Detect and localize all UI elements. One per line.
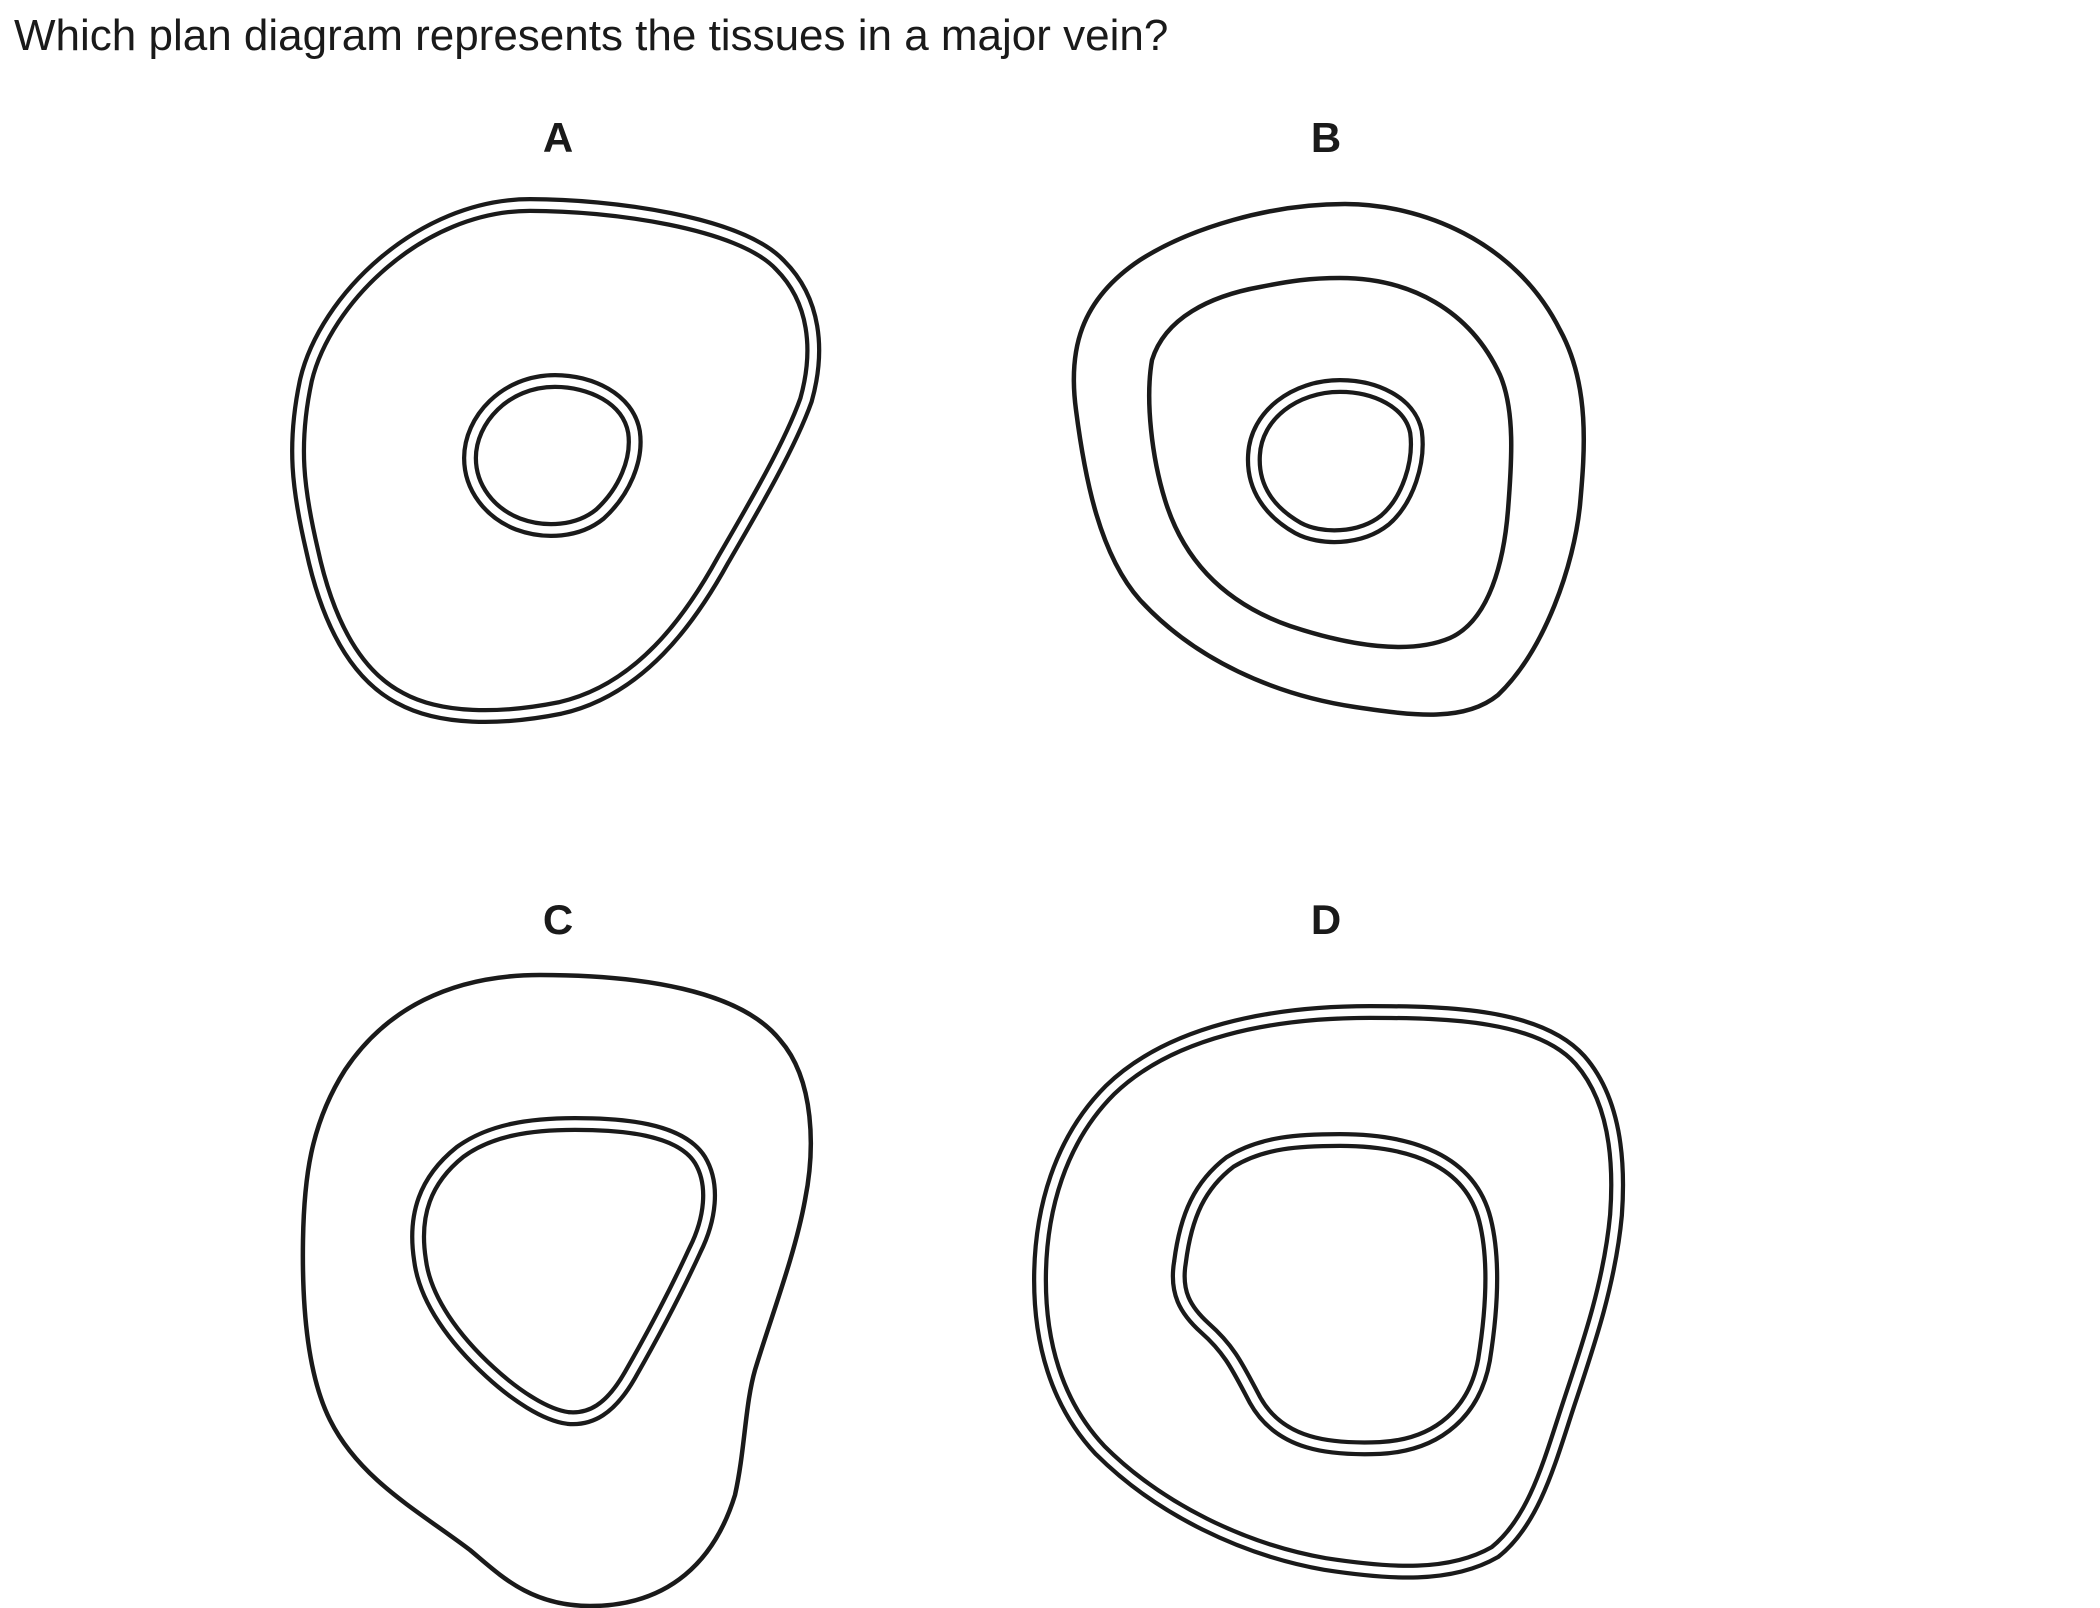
option-a[interactable]: A xyxy=(290,114,822,724)
option-d-outer-layer xyxy=(1031,1003,1626,1580)
option-b-middle-layer xyxy=(1147,275,1514,650)
option-c[interactable]: C xyxy=(300,896,813,1608)
option-a-inner-layer xyxy=(461,372,643,538)
option-d-label: D xyxy=(1311,896,1341,943)
option-c-inner-layer xyxy=(410,1115,718,1427)
option-a-outer-layer xyxy=(290,196,822,724)
option-c-outer-layer xyxy=(300,972,813,1608)
option-b-label: B xyxy=(1311,114,1341,161)
option-b-outer-layer xyxy=(1071,201,1587,717)
option-b[interactable]: B xyxy=(1071,114,1587,717)
option-b-inner-layer xyxy=(1245,377,1425,545)
option-c-label: C xyxy=(543,896,573,943)
option-d[interactable]: D xyxy=(1031,896,1626,1580)
option-d-inner-layer xyxy=(1170,1131,1500,1457)
question-text: Which plan diagram represents the tissue… xyxy=(14,11,1169,60)
option-a-label: A xyxy=(543,114,573,161)
